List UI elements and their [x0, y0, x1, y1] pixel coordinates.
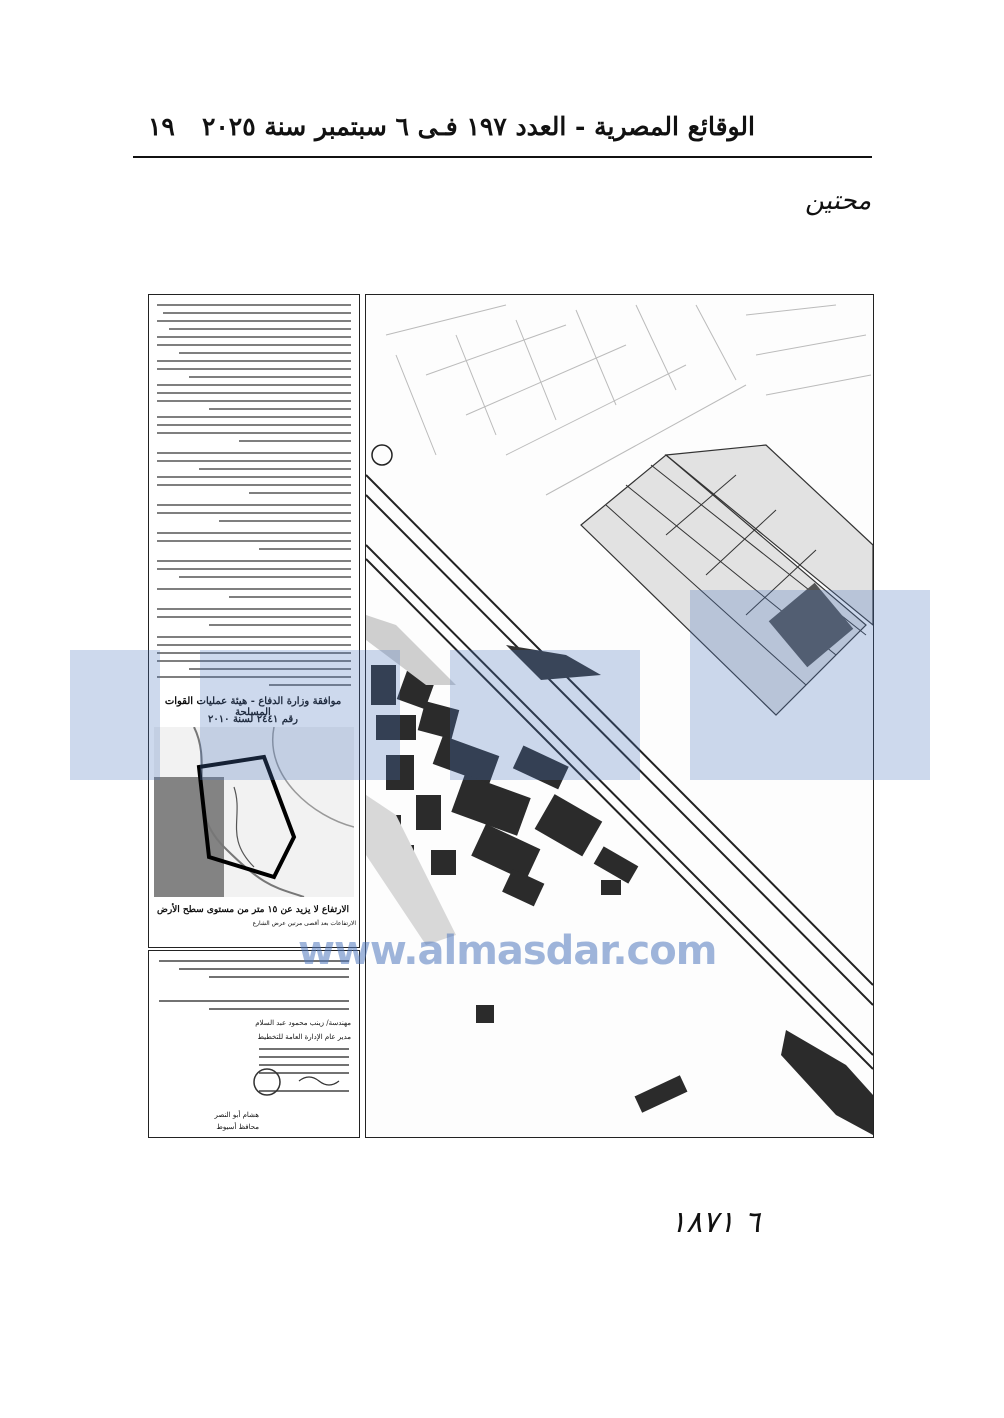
- watermark-logo: [70, 590, 930, 780]
- governor-title: محافظ أسيوط: [216, 1123, 259, 1131]
- signature-lines: [159, 960, 349, 1096]
- handwritten-top-note: محتين: [805, 186, 872, 216]
- page-number: ١٩: [148, 112, 175, 141]
- notes-text-lines: [157, 304, 351, 686]
- planning-map-drawing: [366, 304, 873, 1135]
- height-secondary-note: الارتفاعات بعد أقصى مرتين عرض الشارع: [252, 920, 356, 927]
- engineer-signature: مهندسة/ زينب محمود عبد السلام: [255, 1019, 351, 1027]
- signature-panel: مهندسة/ زينب محمود عبد السلام مدير عام ا…: [148, 950, 360, 1138]
- height-limit-note: الارتفاع لا يزيد عن ١٥ متر من مستوى سطح …: [156, 905, 350, 915]
- north-arrow-icon: [371, 444, 393, 466]
- page-header-title: الوقائع المصرية - العدد ١٩٧ فـى ٦ سبتمبر…: [201, 112, 755, 141]
- header-divider: [133, 156, 872, 158]
- general-manager-signature: مدير عام الإدارة العامة للتخطيط: [257, 1033, 352, 1041]
- watermark-url: www.almasdar.com: [298, 928, 717, 974]
- approval-number: رقم ٢٤٤١ لسنة ٢٠١٠: [150, 714, 356, 725]
- notes-panel: [148, 294, 360, 948]
- official-seal: [253, 1068, 281, 1096]
- handwritten-number: ٦ ١٨٧١: [670, 1205, 761, 1240]
- location-map: [154, 727, 354, 897]
- approval-heading: موافقة وزارة الدفاع - هيئة عمليات القوات…: [164, 696, 341, 718]
- governor-name: هشام أبو النصر: [214, 1111, 260, 1119]
- planning-map: [365, 294, 874, 1138]
